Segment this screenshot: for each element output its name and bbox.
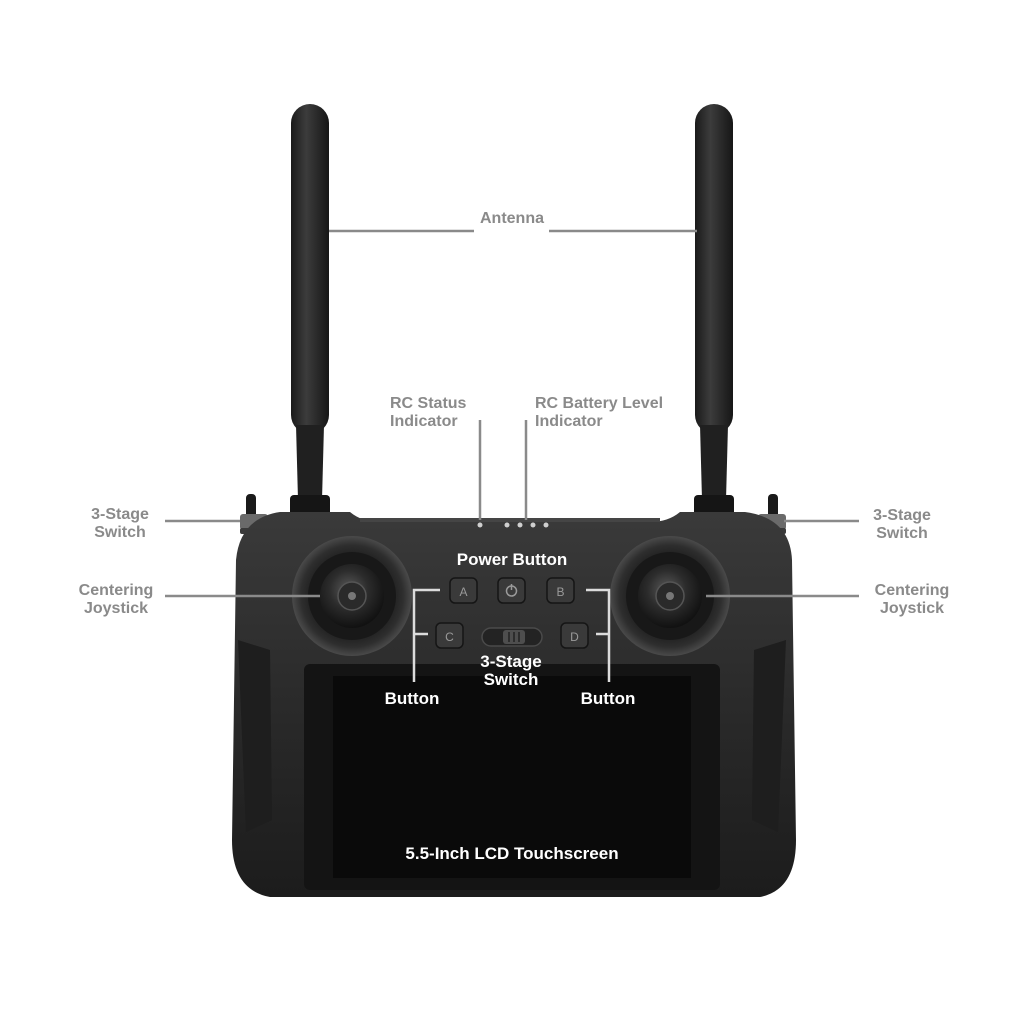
antenna-left [290, 104, 330, 517]
key-a: A [449, 577, 478, 604]
lcd-screen [304, 664, 720, 890]
button-leader-lines [412, 588, 611, 682]
key-power [497, 577, 526, 604]
status-led [477, 522, 483, 528]
key-b: B [546, 577, 575, 604]
button-right-label: Button [580, 689, 636, 708]
key-d-label: D [570, 630, 579, 644]
antenna-label: Antenna [480, 210, 544, 227]
leader-lines [165, 229, 859, 598]
battery-leds [504, 522, 549, 528]
lcd-touchscreen-label: 5.5-Inch LCD Touchscreen [405, 844, 619, 863]
key-c: C [435, 622, 464, 649]
key-b-label: B [556, 585, 564, 599]
power-button-label: Power Button [456, 550, 568, 569]
antenna-right [694, 104, 734, 517]
center-slide-switch [481, 627, 543, 647]
key-c-label: C [445, 630, 454, 644]
key-d: D [560, 622, 589, 649]
joystick-right [610, 536, 730, 656]
button-left-label: Button [384, 689, 440, 708]
joystick-left [292, 536, 412, 656]
key-a-label: A [459, 585, 467, 599]
